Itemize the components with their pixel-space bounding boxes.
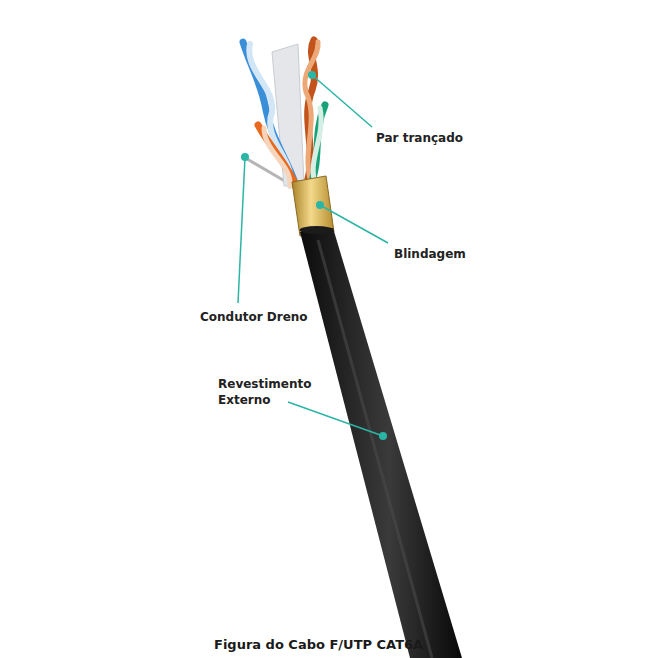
part-label: Revestimento Externo bbox=[218, 376, 336, 408]
leader-dot bbox=[241, 153, 249, 161]
leader-dot bbox=[379, 432, 387, 440]
part-label: Condutor Dreno bbox=[200, 309, 308, 325]
leader-line bbox=[238, 157, 245, 303]
outer-jacket bbox=[300, 228, 462, 658]
foil-shield bbox=[292, 176, 334, 236]
leader-dot bbox=[316, 201, 324, 209]
green-pair-wire bbox=[313, 108, 321, 186]
orange-pair-wire bbox=[264, 128, 290, 186]
jacket-cut-edge bbox=[300, 226, 334, 234]
part-label: Par trançado bbox=[376, 130, 463, 146]
leader-line bbox=[320, 205, 388, 243]
blue-pair-wire bbox=[243, 42, 296, 186]
blue-pair-wire bbox=[249, 44, 290, 186]
leader-line bbox=[288, 402, 383, 436]
orange-pair-wire bbox=[258, 125, 296, 186]
leader-dot bbox=[308, 71, 316, 79]
part-label: Blindagem bbox=[394, 246, 466, 262]
leader-line bbox=[312, 75, 372, 127]
figure-caption: Figura do Cabo F/UTP CAT6A bbox=[214, 636, 423, 654]
green-pair-wire bbox=[310, 105, 325, 186]
jacket-highlight bbox=[318, 240, 432, 658]
